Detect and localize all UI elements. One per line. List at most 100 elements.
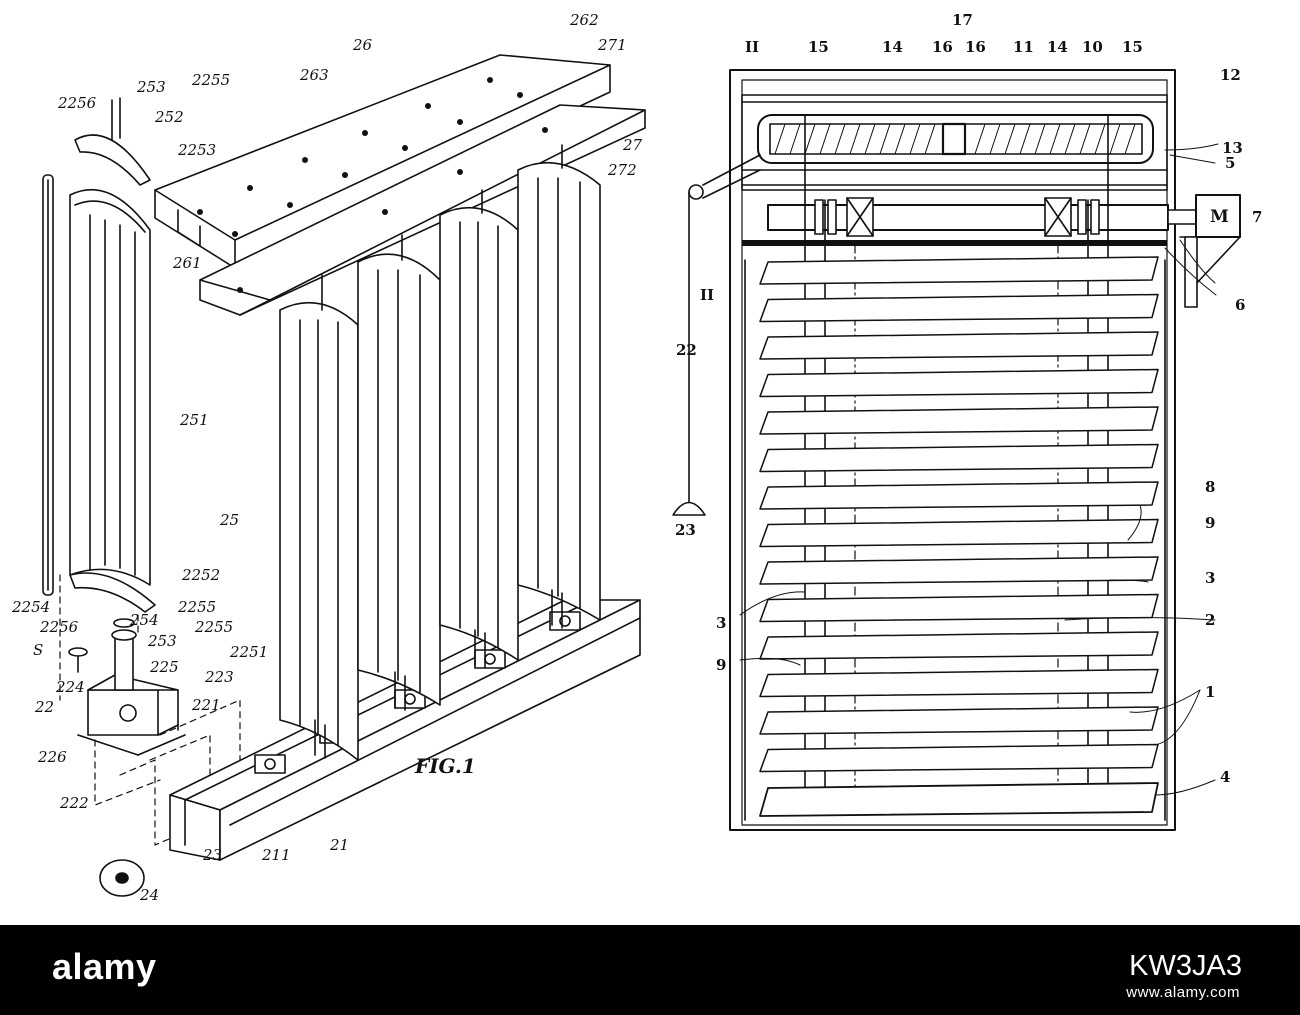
label-252: 252: [154, 108, 184, 126]
carrier-22: [77, 618, 186, 756]
label-2253: 2253: [177, 141, 216, 159]
label-22-right: 22: [676, 341, 697, 359]
label-15-right: 15: [1122, 38, 1143, 56]
label-224: 224: [55, 678, 85, 696]
label-section-ii-top: II: [745, 38, 759, 56]
label-27: 27: [622, 136, 643, 154]
label-26: 26: [352, 36, 373, 54]
vane-standing-1: [279, 274, 359, 761]
label-s: S: [33, 641, 43, 659]
label-2255b: 2255: [177, 598, 216, 616]
label-2251: 2251: [229, 643, 268, 661]
label-254: 254: [129, 611, 159, 629]
label-23-left: 23: [202, 846, 222, 864]
label-223: 223: [204, 668, 234, 686]
label-4: 4: [1220, 768, 1230, 786]
label-14-right: 14: [1047, 38, 1068, 56]
slat: [759, 518, 1159, 548]
control-rod: [42, 174, 54, 596]
label-221: 221: [191, 696, 221, 714]
patent-diagram: 26 262 271 263 27 272 253 2255 2256 252 …: [11, 11, 1262, 904]
label-6: 6: [1235, 296, 1245, 314]
vane-clip-top: [74, 97, 151, 186]
bottom-bar-4: [759, 782, 1159, 817]
pull-cord-22: [672, 154, 761, 516]
label-2256: 2256: [57, 94, 97, 112]
slat: [759, 631, 1159, 660]
label-3-left: 3: [716, 614, 726, 632]
roller-14: [757, 114, 1154, 164]
slats-1: [759, 256, 1159, 773]
drawing-area: 26 262 271 263 27 272 253 2255 2256 252 …: [11, 11, 1263, 904]
roller-hatching: [774, 123, 1136, 155]
label-14-left: 14: [882, 38, 903, 56]
slat: [759, 256, 1159, 285]
figure-caption: FIG.1: [414, 754, 476, 778]
rail-27: [199, 104, 646, 316]
label-12: 12: [1220, 66, 1241, 84]
label-225: 225: [149, 658, 179, 676]
label-251: 251: [179, 411, 209, 429]
label-2255: 2255: [191, 71, 230, 89]
motor-label: M: [1210, 207, 1229, 227]
label-253b: 253: [147, 632, 177, 650]
label-24: 24: [139, 886, 159, 904]
bottom-rail-6: [742, 240, 1167, 246]
label-16-left: 16: [932, 38, 953, 56]
rail-rivets: [197, 77, 548, 293]
label-9-right: 9: [1205, 514, 1215, 532]
watermark-footer: [0, 925, 1300, 1015]
label-271: 271: [597, 36, 627, 54]
gear-24: [99, 859, 145, 897]
label-22: 22: [34, 698, 54, 716]
assembly-lines: [59, 574, 241, 846]
label-8: 8: [1205, 478, 1215, 496]
label-261: 261: [172, 254, 202, 272]
label-1: 1: [1205, 683, 1215, 701]
label-222: 222: [59, 794, 89, 812]
slat: [759, 556, 1159, 585]
slat: [759, 593, 1159, 623]
label-2252: 2252: [181, 566, 220, 584]
label-211: 211: [261, 846, 291, 864]
label-272: 272: [607, 161, 637, 179]
label-262: 262: [569, 11, 599, 29]
slat: [759, 443, 1159, 473]
vane-clip-bottom: [69, 572, 156, 613]
label-3-right: 3: [1205, 569, 1215, 587]
leader-lines: [739, 143, 1219, 796]
slat: [759, 331, 1159, 360]
label-25: 25: [219, 511, 239, 529]
vane-251: [69, 188, 151, 586]
label-5: 5: [1225, 154, 1235, 172]
side-guides: [744, 259, 1166, 821]
label-15-left: 15: [808, 38, 829, 56]
label-11: 11: [1013, 38, 1034, 56]
watermark-brand: alamy: [52, 946, 157, 987]
label-2256b: 2256: [39, 618, 79, 636]
slat: [759, 481, 1159, 510]
label-16-right: 16: [965, 38, 986, 56]
drive-shaft-5: [767, 197, 1169, 237]
slat: [759, 368, 1159, 398]
label-226: 226: [37, 748, 67, 766]
label-263: 263: [299, 66, 329, 84]
label-section-ii-side: II: [700, 286, 714, 304]
label-10: 10: [1082, 38, 1103, 56]
vane-standing-4: [517, 144, 601, 629]
slat: [759, 668, 1159, 698]
label-13: 13: [1222, 139, 1243, 157]
screw-s: [68, 647, 88, 673]
label-23-right: 23: [675, 521, 696, 539]
label-2255c: 2255: [194, 618, 233, 636]
motor: [1167, 194, 1241, 308]
label-2: 2: [1205, 611, 1215, 629]
slat: [759, 706, 1159, 735]
label-21: 21: [329, 836, 349, 854]
slat: [759, 293, 1159, 323]
watermark-url: www.alamy.com: [1126, 984, 1240, 1001]
label-17: 17: [952, 11, 973, 29]
label-2254: 2254: [11, 598, 50, 616]
label-7: 7: [1252, 208, 1262, 226]
